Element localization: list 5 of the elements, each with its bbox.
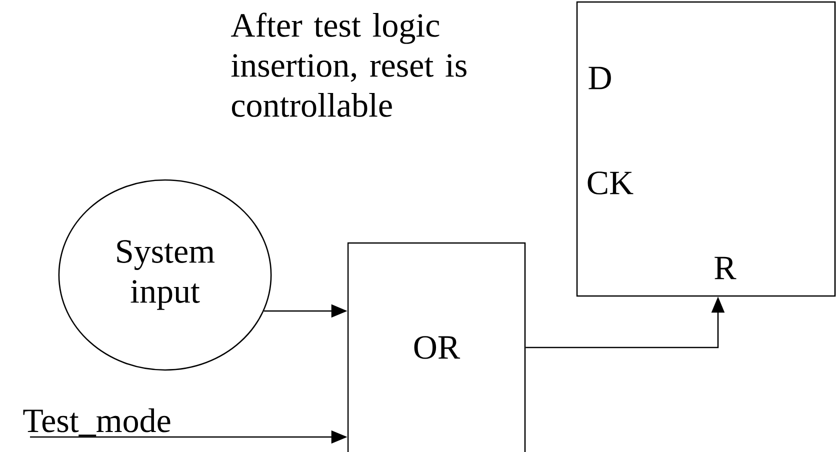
signal-label: Test_mode	[23, 408, 170, 436]
ellipse-node: System input	[58, 179, 272, 371]
flip-flop-box: D CK R	[576, 1, 836, 297]
note-text: After test logic insertion, reset is controllable	[230, 12, 466, 117]
gate-box: OR	[347, 242, 526, 452]
